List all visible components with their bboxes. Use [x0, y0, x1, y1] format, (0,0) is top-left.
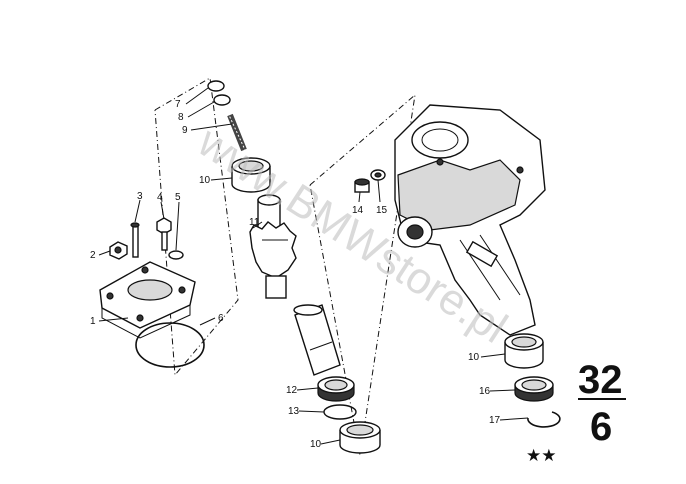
label-12: 12 — [286, 385, 298, 396]
snap-ring-17 — [527, 411, 561, 428]
label-9: 9 — [182, 125, 188, 136]
bleed-screw-14 — [354, 178, 370, 193]
washer-5 — [168, 250, 184, 260]
label-4: 4 — [157, 192, 163, 203]
seal-16 — [514, 376, 554, 402]
seal-12 — [317, 376, 355, 402]
label-14: 14 — [352, 205, 364, 216]
label-2: 2 — [90, 250, 96, 261]
star-marks: ★★ — [526, 446, 556, 466]
shaft — [293, 304, 341, 376]
sub-number: 6 — [590, 405, 612, 449]
label-13: 13 — [288, 406, 300, 417]
bearing-10-top — [231, 157, 271, 193]
bolt-4 — [156, 217, 172, 251]
label-16: 16 — [479, 386, 491, 397]
nut — [109, 241, 128, 260]
label-11: 11 — [249, 217, 260, 228]
label-1: 1 — [90, 316, 96, 327]
steering-housing — [394, 104, 546, 336]
label-5: 5 — [175, 192, 181, 203]
label-6: 6 — [218, 313, 224, 324]
circlip-7 — [207, 80, 225, 92]
cover-plate — [99, 261, 196, 339]
screw-3 — [130, 222, 140, 258]
o-ring — [135, 322, 205, 368]
group-number: 32 — [578, 358, 623, 402]
label-10-right: 10 — [468, 352, 480, 363]
snap-ring-13 — [323, 404, 357, 420]
label-10-top: 10 — [199, 175, 211, 186]
center-assembly-frame — [309, 93, 416, 456]
leader-lines — [98, 87, 529, 445]
label-8: 8 — [178, 112, 184, 123]
label-10-bottom: 10 — [310, 439, 322, 450]
washer-8 — [213, 94, 231, 106]
bearing-10-right — [504, 333, 544, 369]
label-17: 17 — [489, 415, 501, 426]
label-7: 7 — [175, 99, 181, 110]
label-15: 15 — [376, 205, 388, 216]
label-3: 3 — [137, 191, 143, 202]
spring-9 — [227, 112, 247, 153]
pinion-11 — [249, 194, 297, 299]
bearing-10-bottom — [339, 421, 381, 454]
cap-15 — [370, 169, 386, 181]
